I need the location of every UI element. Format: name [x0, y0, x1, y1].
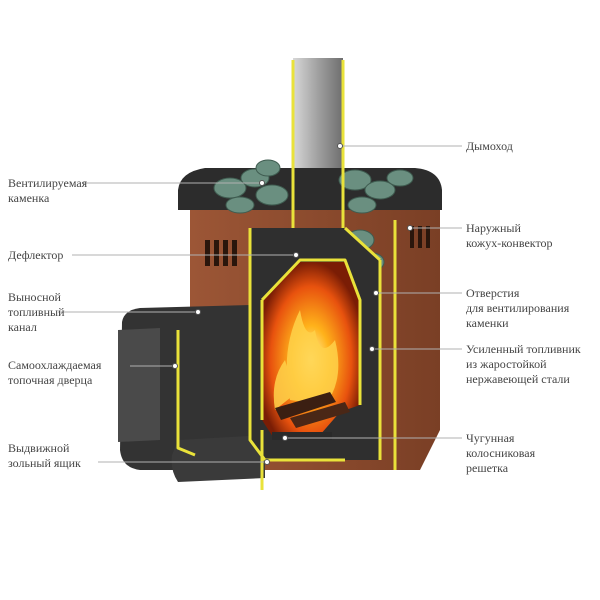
label-vent-holes-line: каменки — [466, 316, 509, 330]
label-chimney: Дымоход — [466, 139, 513, 154]
label-ash-drawer-line: Выдвижной — [8, 441, 70, 455]
label-vent-holes: Отверстия для вентилирования каменки — [466, 286, 569, 331]
label-door: Самоохлаждаемая топочная дверца — [8, 358, 101, 388]
label-casing-line: кожух-конвектор — [466, 236, 553, 250]
cut-outlines — [176, 60, 397, 490]
label-door-line: Самоохлаждаемая — [8, 358, 102, 372]
label-firebox-line: Усиленный топливник — [466, 342, 581, 356]
ash-drawer — [171, 435, 265, 482]
fuel-door — [118, 328, 160, 442]
label-grate-line: колосниковая — [466, 446, 536, 460]
leader-dots — [172, 143, 413, 465]
label-casing: Наружный кожух-конвектор — [466, 221, 553, 251]
label-chimney-line: Дымоход — [466, 139, 513, 153]
flames — [273, 310, 339, 410]
label-heater-line: каменка — [8, 191, 50, 205]
label-fuel-channel: Выносной топливный канал — [8, 290, 65, 335]
label-vent-holes-line: Отверстия — [466, 286, 520, 300]
label-grate-line: решетка — [466, 461, 509, 475]
label-firebox: Усиленный топливник из жаростойкой нержа… — [466, 342, 581, 387]
leader-lines — [58, 145, 462, 463]
logs — [275, 392, 350, 428]
label-vent-holes-line: для вентилирования — [466, 301, 570, 315]
label-deflector-line: Дефлектор — [8, 248, 64, 262]
vent-slots-left — [205, 240, 237, 266]
label-door-line: топочная дверца — [8, 373, 93, 387]
label-casing-line: Наружный — [466, 221, 521, 235]
grate — [272, 432, 332, 440]
label-firebox-line: из жаростойкой — [466, 357, 547, 371]
label-grate-line: Чугунная — [466, 431, 515, 445]
label-ash-drawer: Выдвижной зольный ящик — [8, 441, 81, 471]
label-firebox-line: нержавеющей стали — [466, 372, 570, 386]
label-fuel-channel-line: Выносной — [8, 290, 61, 304]
label-grate: Чугунная колосниковая решетка — [466, 431, 535, 476]
label-deflector: Дефлектор — [8, 248, 63, 263]
label-heater: Вентилируемая каменка — [8, 176, 87, 206]
label-heater-line: Вентилируемая — [8, 176, 88, 190]
label-fuel-channel-line: топливный — [8, 305, 65, 319]
label-fuel-channel-line: канал — [8, 320, 37, 334]
vent-slots-right — [410, 226, 430, 248]
label-ash-drawer-line: зольный ящик — [8, 456, 81, 470]
